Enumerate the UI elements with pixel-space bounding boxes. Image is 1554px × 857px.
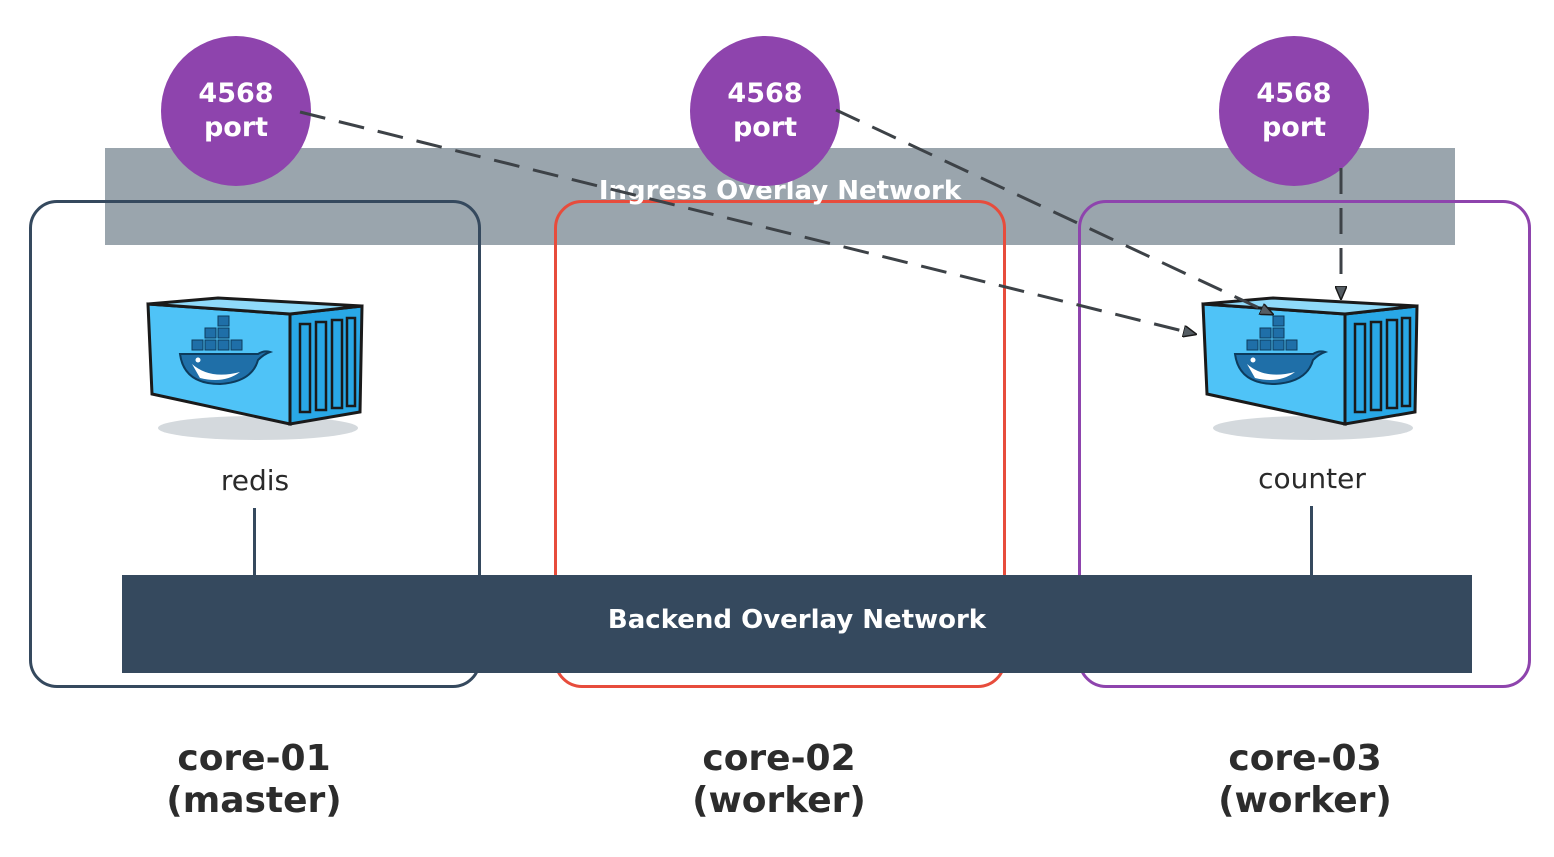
docker-container-icon [146,296,364,440]
service-label-redis: redis [220,464,290,497]
node-name: core-01 [177,738,331,779]
node-core-03 [1078,200,1531,688]
node-role: (worker) [1218,780,1392,821]
node-role: (worker) [692,780,866,821]
node-name: core-02 [702,738,856,779]
backend-overlay-network-label: Backend Overlay Network [607,605,987,635]
node-title-core-02: core-02 (worker) [629,738,929,822]
node-title-core-01: core-01 (master) [104,738,404,822]
port-number: 4568 [1256,78,1332,109]
counter-backend-connector [1310,506,1313,576]
docker-container-icon [1201,296,1419,440]
node-name: core-03 [1228,738,1382,779]
port-number: 4568 [727,78,803,109]
port-number: 4568 [198,78,274,109]
backend-overlay-network [122,575,1472,673]
port-circle-core-01: 4568 port [161,36,311,186]
node-core-02 [554,200,1006,688]
port-circle-core-03: 4568 port [1219,36,1369,186]
arrow-port1-to-counter [299,110,1195,334]
redis-backend-connector [253,508,256,576]
arrow-port2-to-counter [835,108,1272,314]
node-role: (master) [166,780,342,821]
node-core-01 [29,200,481,688]
port-label: port [203,112,269,143]
port-label: port [1261,112,1327,143]
service-label-counter: counter [1258,462,1366,495]
port-label: port [732,112,798,143]
port-circle-core-02: 4568 port [690,36,840,186]
node-title-core-03: core-03 (worker) [1155,738,1455,822]
